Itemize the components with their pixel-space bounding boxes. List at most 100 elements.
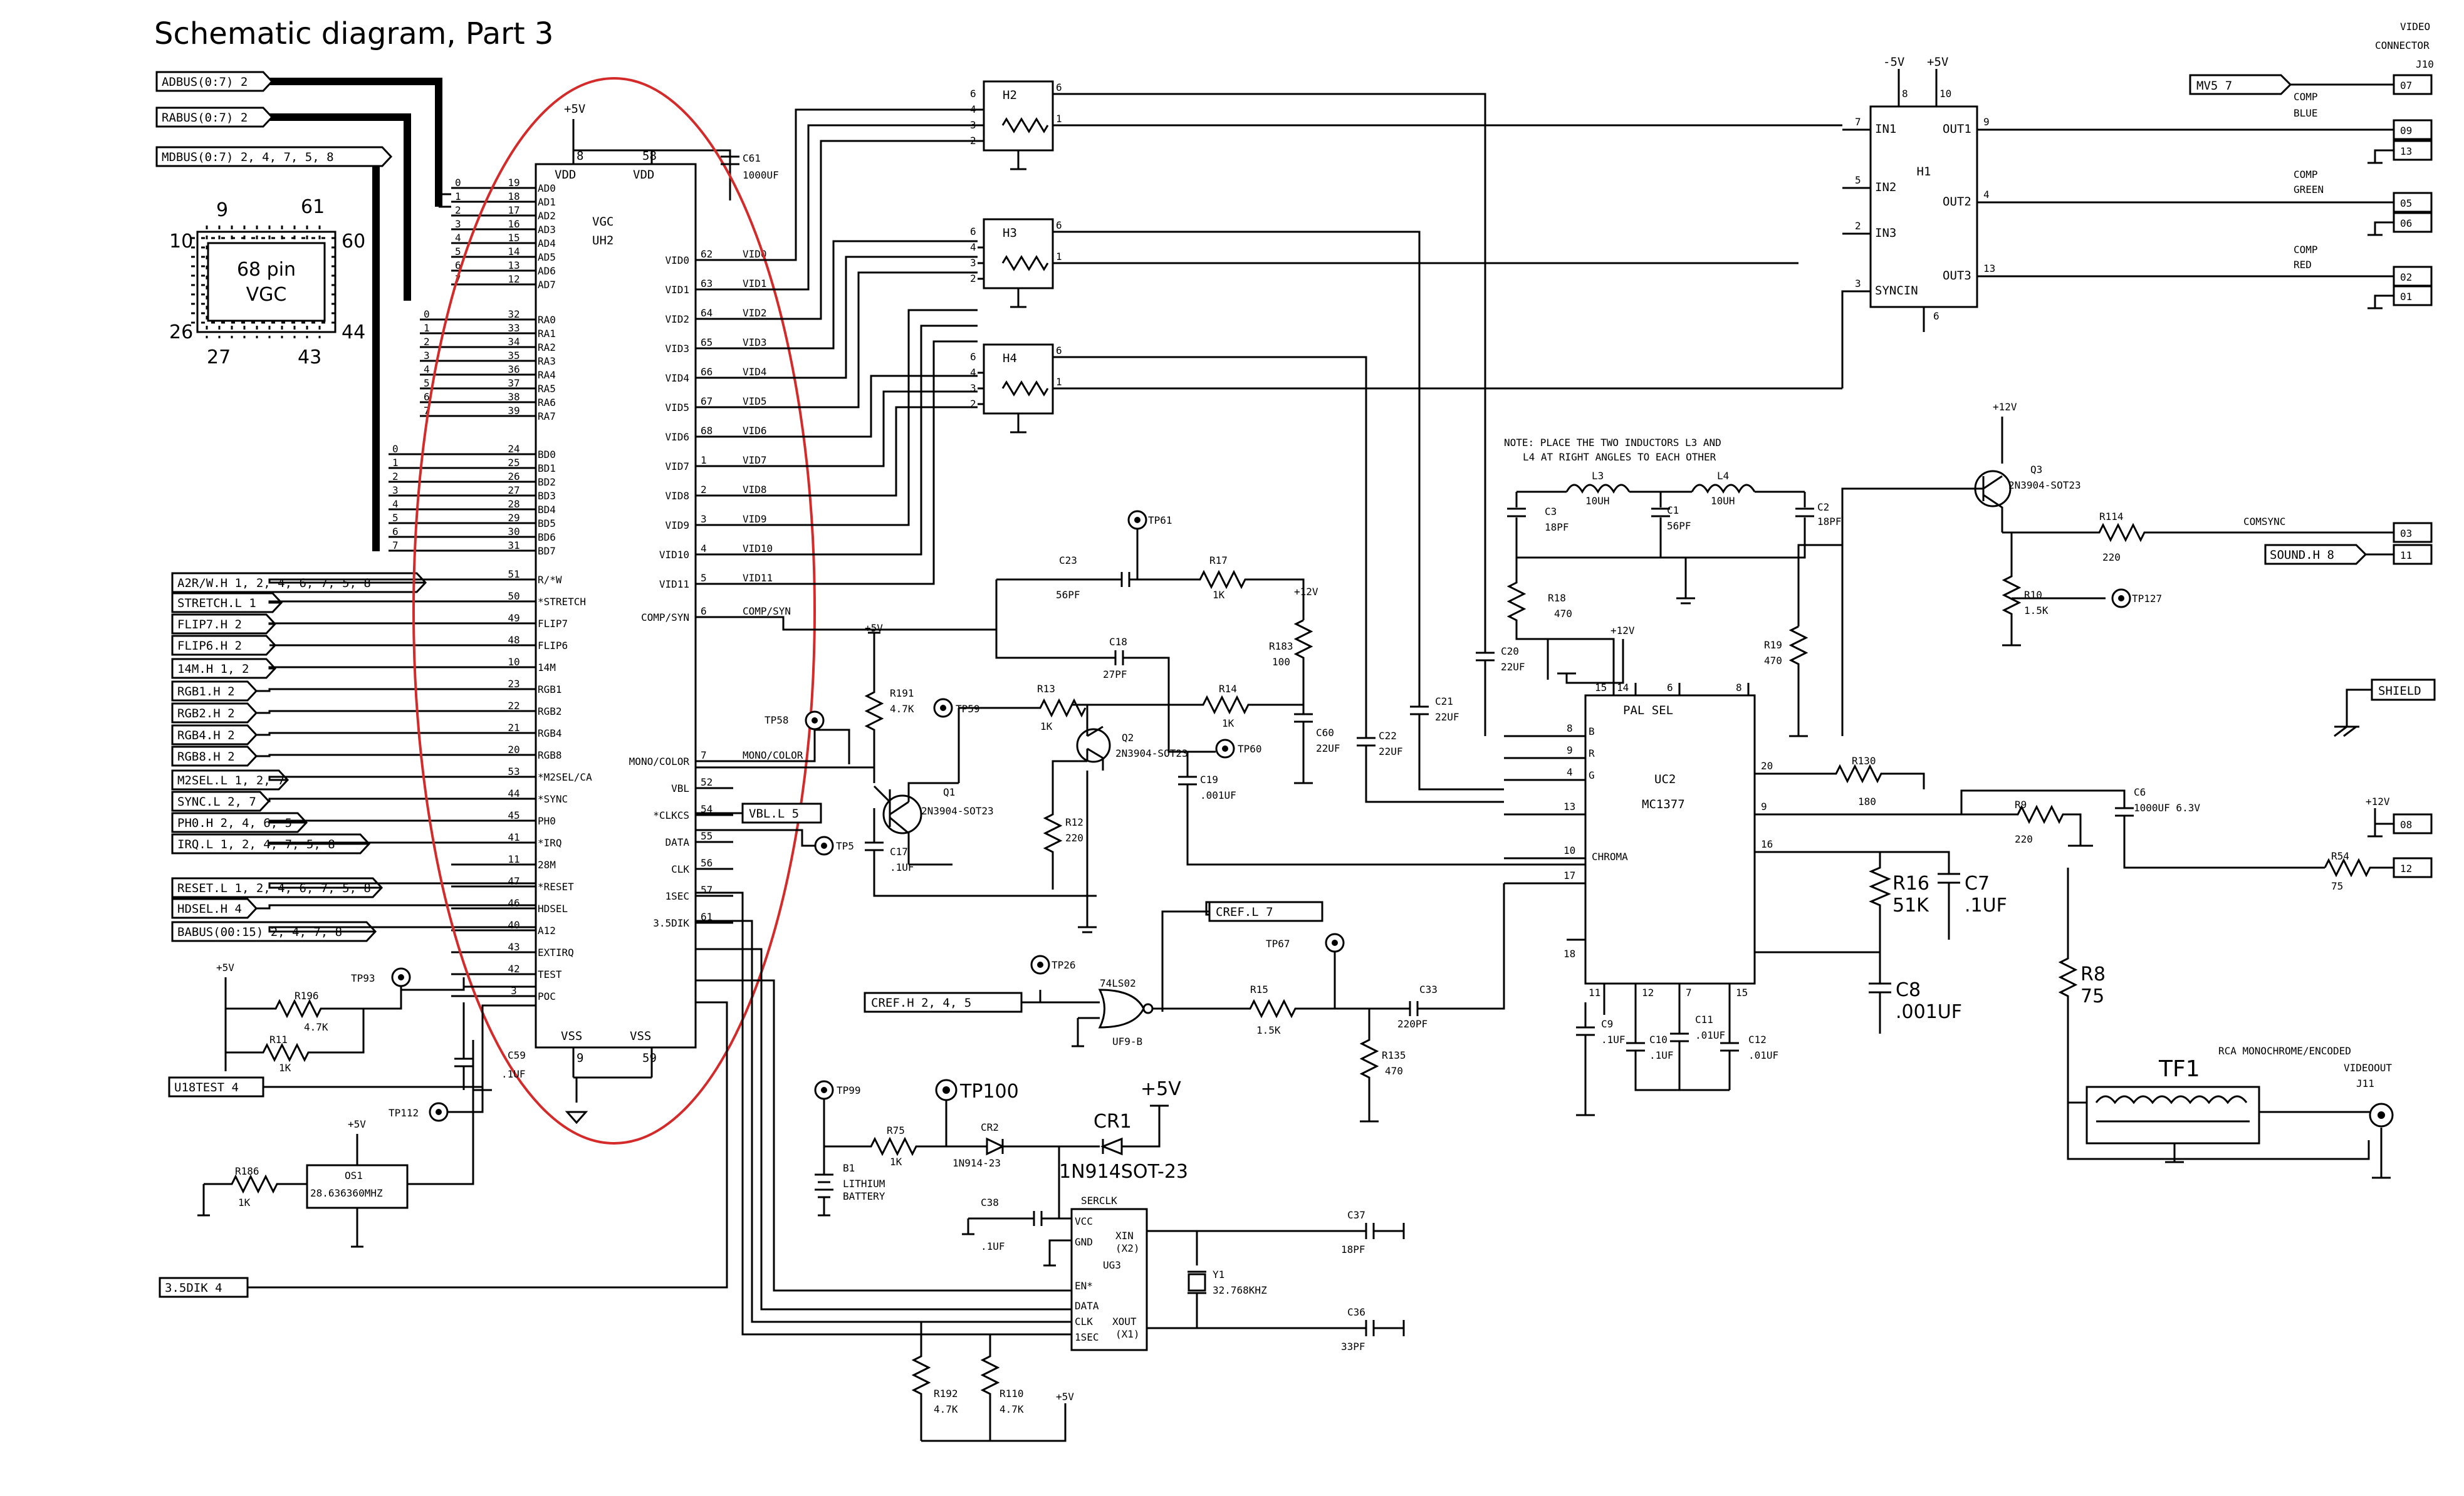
c20-ref: C20 (1501, 645, 1519, 657)
uc2-lpin-9: 9 (1567, 744, 1573, 756)
c22-val: 22UF (1379, 745, 1403, 757)
vgc-left-pin-num: 26 (508, 470, 519, 482)
vgc-supply-label: +5V (564, 102, 585, 116)
vgc-bus-bit: 7 (424, 405, 430, 417)
l4-ref: L4 (1717, 470, 1729, 482)
uc2-chroma: CHROMA (1592, 851, 1628, 863)
h1-top-pin-8: 8 (1902, 88, 1908, 100)
c6-ref: C6 (2134, 786, 2146, 798)
vgc-left-pin-num: 35 (508, 350, 519, 361)
vgc-left-pin-name: BD5 (538, 517, 556, 529)
c1-val: 56PF (1667, 520, 1691, 532)
uc2-tpin-6: 6 (1667, 682, 1673, 693)
c36-ref: C36 (1347, 1306, 1365, 1318)
connector-label: FLIP6.H 2 (177, 639, 242, 653)
c7-val: .1UF (1965, 895, 2007, 917)
connector-box (171, 658, 277, 679)
uc2-12v: +12V (1610, 625, 1635, 636)
vgc-left-pin-name: AD4 (538, 237, 556, 249)
vgc-right-pin-name: VID2 (665, 313, 689, 325)
vgc-left-pin-name: *IRQ (538, 837, 562, 849)
vgc-bus-bit: 6 (455, 259, 461, 271)
vid-net-label: VID8 (743, 484, 767, 496)
connector-label: MDBUS(0:7) 2, 4, 7, 5, 8 (162, 150, 334, 164)
r183-val: 100 (1272, 656, 1290, 668)
r18-ref: R18 (1548, 592, 1566, 604)
uc2-lpin-10: 10 (1563, 844, 1575, 856)
vgc-left-pin-num: 23 (508, 678, 519, 690)
connector-box (155, 146, 393, 167)
vid-net-label: VID2 (743, 307, 767, 319)
r196-5v: +5V (216, 962, 234, 974)
h1-pin-7: 7 (1855, 116, 1861, 128)
vgc-left-pin-num: 42 (508, 963, 519, 975)
r114-val: 220 (2102, 551, 2121, 563)
shield-label: SHIELD (2378, 684, 2421, 698)
r16-c7-c8: R16 51K C7 .1UF C8 .001UF (1773, 851, 2007, 1034)
vgc-bus-bit: 1 (424, 322, 430, 334)
vgc-right-pin-name: 3.5DIK (653, 917, 689, 929)
pack-pin: 4 (970, 366, 976, 378)
r54-val: 75 (2331, 880, 2343, 892)
q1-q2-network: TP61 C23 56PF R17 1K C18 27PF R183 100 C… (696, 510, 1585, 933)
vgc-bus-bit: 2 (424, 336, 430, 348)
j10-pin-num: 08 (2400, 819, 2412, 831)
vgc-left-pin-num: 25 (508, 457, 519, 469)
r130-ref: R130 (1852, 755, 1876, 767)
gate-ref: 74LS02 (1100, 977, 1136, 989)
uc2-pin-R-label: R (1589, 747, 1595, 759)
vgc-left-pin-num: 24 (508, 443, 519, 455)
j10-pin-box (2393, 119, 2433, 140)
h1-pin-4: 4 (1983, 189, 1990, 200)
uc2-title: PAL SEL (1623, 704, 1673, 717)
r192-ref: R192 (934, 1388, 958, 1400)
vgc-left-pin-name: AD3 (538, 224, 556, 236)
c61-val: 1000UF (743, 169, 779, 181)
chip-pin-26: 26 (169, 321, 193, 343)
r8-val: 75 (2080, 985, 2104, 1007)
connector-box (171, 791, 271, 812)
j10-title-1: VIDEO (2400, 21, 2430, 33)
r196-ref: R196 (295, 990, 319, 1002)
vgc-left-pin-name: RGB4 (538, 727, 562, 739)
pack-pin: 4 (970, 241, 976, 253)
vgc-left-pin-num: 17 (508, 204, 519, 216)
j10-pin-num: 12 (2400, 863, 2412, 875)
r14-val: 1K (1222, 717, 1235, 729)
j10-sig-blue: BLUE (2294, 107, 2318, 119)
vgc-right-pin-num: 68 (701, 425, 713, 437)
vgc-left-pin-name: AD0 (538, 182, 556, 194)
r19-ref: R19 (1764, 639, 1782, 651)
connector-label: FLIP7.H 2 (177, 618, 242, 631)
connector-box (171, 745, 258, 767)
c8-val: .001UF (1896, 1001, 1962, 1023)
vgc-left-pin-num: 44 (508, 787, 519, 799)
mv5-conn: MV5 7 (2189, 74, 2394, 95)
vgc-left-pin-num: 39 (508, 405, 519, 417)
chip-pin-ticks (191, 226, 342, 338)
vgc-right-pin-num: 6 (701, 605, 707, 617)
u18test-label: U18TEST 4 (174, 1081, 239, 1094)
chip-pin-27: 27 (207, 346, 231, 368)
cr1-ref: CR1 (1094, 1111, 1132, 1133)
vgc-bus-bit: 3 (392, 484, 399, 496)
c2-val: 18PF (1817, 516, 1842, 527)
r135-val: 470 (1385, 1065, 1403, 1077)
connector-label: BABUS(00:15) 2, 4, 7, 8 (177, 925, 342, 939)
vgc-right-pin-name: DATA (665, 836, 689, 848)
cr2-ref: CR2 (981, 1121, 999, 1133)
vgc-left-pin-name: FLIP6 (538, 640, 568, 652)
vgc-left-pin-name: BD1 (538, 462, 556, 474)
connector-label: RGB8.H 2 (177, 750, 235, 764)
tp60-label: TP60 (1238, 743, 1262, 755)
c17-ref: C17 (890, 846, 908, 858)
ug3-ref: UG3 (1103, 1259, 1121, 1271)
vgc-bot-pin-59: 59 (642, 1051, 657, 1065)
c60-12v: +12V (1294, 586, 1318, 598)
pack-pin: 1 (1056, 251, 1062, 262)
tdik-conn-label: 3.5DIK 4 (165, 1281, 222, 1295)
chip-pin-60: 60 (342, 231, 365, 252)
vgc-left-pin-name: RA1 (538, 328, 556, 340)
ug3-en: EN* (1075, 1280, 1093, 1292)
c11-val: .01UF (1695, 1029, 1725, 1041)
